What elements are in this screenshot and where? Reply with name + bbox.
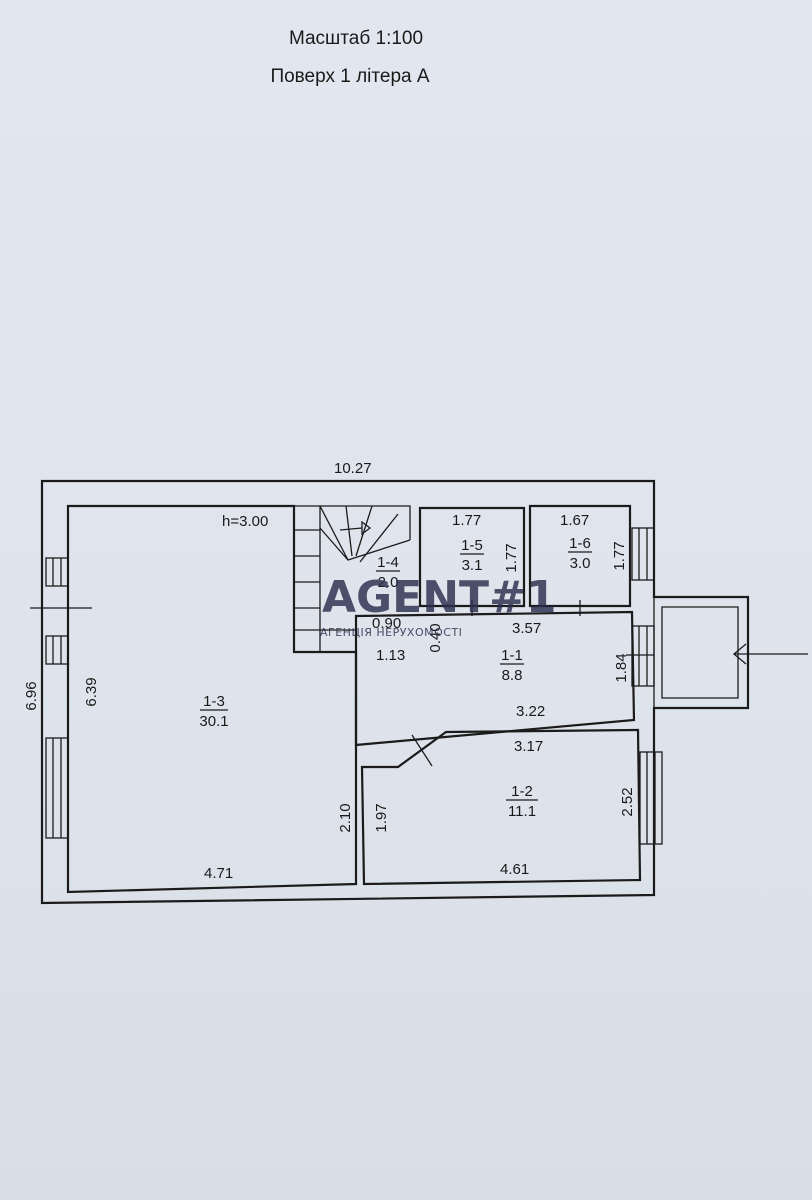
dim-partition-height: 2.10 [337,803,354,832]
room-label-1-6: 1-6 3.0 [568,535,592,572]
dim-room-1-3-width: 4.71 [204,865,233,882]
staircase [294,505,411,652]
entrance-arrow-icon [732,643,808,665]
room-1-2-outline [360,728,642,886]
watermark-tagline: АГЕНЦІЯ НЕРУХОМОСТІ [320,626,462,639]
window-right-porch [631,625,655,687]
scale-label: Масштаб 1:100 [288,28,424,49]
dim-stair-wall: 0.90 [372,615,401,632]
dim-room-1-2-width-bottom: 4.61 [500,861,529,878]
dim-room-1-2-width-top: 3.17 [514,738,543,755]
window-right-upper [631,527,655,581]
window-right-lower [639,751,663,845]
dim-room-1-2-height-right: 2.52 [619,787,636,816]
outer-wall [40,479,750,905]
room-label-1-5: 1-5 3.1 [460,537,484,574]
dim-stair-depth: 0.40 [427,623,444,652]
room-area: 2.0 [378,574,399,591]
room-label-1-1: 1-1 8.8 [500,647,524,684]
door-tick [411,734,433,767]
porch-inner [661,606,739,699]
window-left-lower [45,737,69,839]
dim-room-1-2-height-left: 1.97 [373,803,390,832]
dim-inner-height: 6.39 [83,677,100,706]
room-1-6-outline [528,504,632,608]
room-1-1-outline [354,610,636,747]
room-area: 11.1 [508,803,536,820]
room-area: 3.1 [462,557,483,574]
room-area: 30.1 [199,713,228,730]
room-area: 8.8 [502,667,523,684]
room-1-5-outline [418,506,526,608]
room-label-1-3: 1-3 30.1 [199,693,228,730]
agency-watermark: AGENT#1 АГЕНЦІЯ НЕРУХОМОСТІ [320,572,557,639]
room-id: 1-5 [461,537,483,554]
dim-overall-height: 6.96 [23,681,40,710]
room-label-1-2: 1-2 11.1 [506,783,538,820]
window-left-upper [45,557,69,587]
dim-room-1-1-width-top: 3.57 [512,620,541,637]
dim-room-1-1-width-bottom: 3.22 [516,703,545,720]
dim-room-1-1-height: 1.84 [613,653,630,682]
room-id: 1-4 [377,554,399,571]
dim-room-1-6-height: 1.77 [611,541,628,570]
room-area: 3.0 [570,555,591,572]
dim-stair-width: 1.13 [376,647,405,664]
ceiling-height: h=3.00 [222,513,268,530]
dim-room-1-6-width: 1.67 [560,512,589,529]
dim-room-1-5-width: 1.77 [452,512,481,529]
room-id: 1-3 [203,693,225,710]
room-label-1-4: 1-4 2.0 [376,554,400,591]
floor-label: Поверх 1 літера А [270,66,430,87]
dim-overall-width: 10.27 [334,460,372,477]
room-id: 1-6 [569,535,591,552]
watermark-brand: AGENT#1 [322,572,557,623]
window-left-middle [45,635,69,665]
dim-room-1-5-height: 1.77 [503,543,520,572]
room-id: 1-2 [511,783,533,800]
room-id: 1-1 [501,647,523,664]
